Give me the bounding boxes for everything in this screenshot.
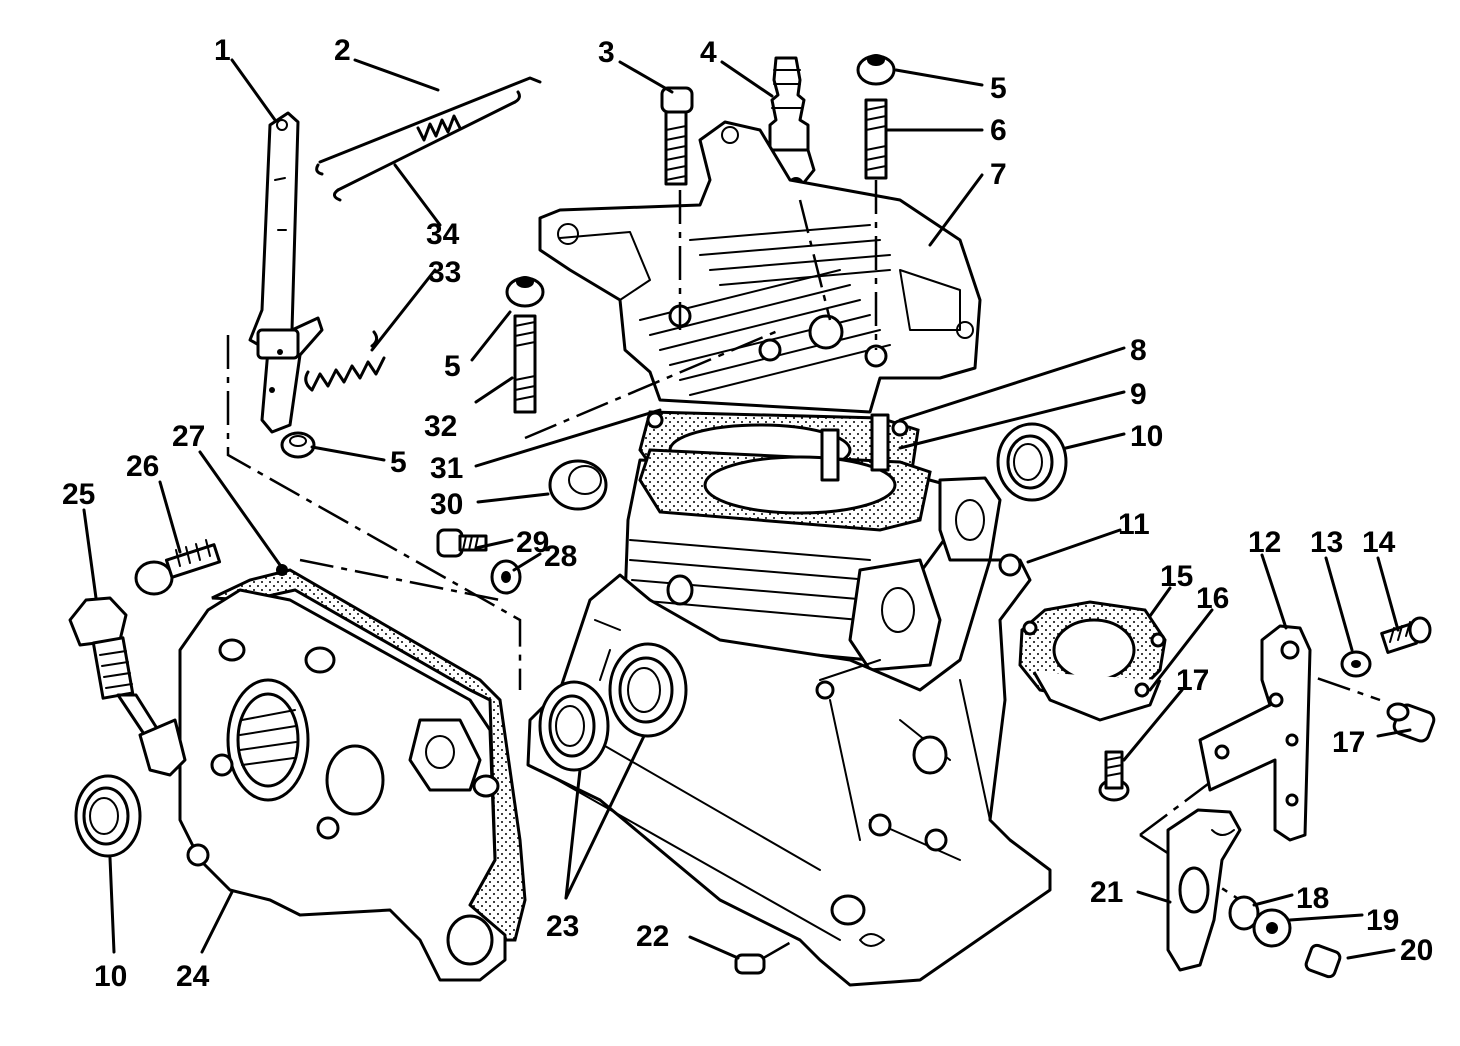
callout-3: 3 bbox=[598, 36, 615, 69]
cylinder-head bbox=[538, 120, 982, 414]
leader-lines bbox=[82, 58, 1412, 960]
dowel-pin bbox=[734, 953, 766, 975]
callout-labels: 1 2 3 4 5 6 7 34 33 5 32 5 8 9 10 31 30 … bbox=[62, 34, 1433, 993]
callout-21: 21 bbox=[1090, 876, 1123, 909]
callout-10-left: 10 bbox=[94, 960, 127, 993]
bolt-14 bbox=[1380, 616, 1432, 654]
callout-31: 31 bbox=[430, 452, 463, 485]
nut-13 bbox=[1340, 650, 1372, 678]
lever-plate bbox=[1166, 808, 1242, 972]
callout-19: 19 bbox=[1366, 904, 1399, 937]
callout-1: 1 bbox=[214, 34, 231, 67]
callout-2: 2 bbox=[334, 34, 351, 67]
governor-spring bbox=[304, 330, 386, 392]
callout-10-right: 10 bbox=[1130, 420, 1163, 453]
callout-20: 20 bbox=[1400, 934, 1433, 967]
callout-34: 34 bbox=[426, 218, 460, 251]
alignment-lines bbox=[226, 180, 1381, 962]
callout-23: 23 bbox=[546, 910, 579, 943]
callout-30: 30 bbox=[430, 488, 463, 521]
callout-28: 28 bbox=[544, 540, 577, 573]
callout-4: 4 bbox=[700, 36, 717, 69]
callout-5-top: 5 bbox=[990, 72, 1007, 105]
callout-17-left: 17 bbox=[1176, 664, 1209, 697]
callout-5-bottom: 5 bbox=[390, 446, 407, 479]
bracket bbox=[1198, 624, 1312, 842]
head-bolt bbox=[660, 86, 694, 186]
bolt-17-right bbox=[1386, 702, 1436, 743]
side-cover bbox=[178, 564, 527, 982]
governor-arm bbox=[248, 111, 324, 434]
cylinder-block bbox=[623, 413, 1002, 672]
stud-and-nut bbox=[856, 54, 896, 180]
bolt-29 bbox=[436, 528, 488, 558]
callout-17-right: 17 bbox=[1332, 726, 1365, 759]
callout-33: 33 bbox=[428, 256, 461, 289]
callout-15: 15 bbox=[1160, 560, 1193, 593]
cup-plug bbox=[548, 459, 608, 511]
washer-28 bbox=[490, 559, 522, 595]
screw-17 bbox=[1098, 750, 1130, 802]
callout-14: 14 bbox=[1362, 526, 1396, 559]
stud-and-nut-left bbox=[505, 276, 545, 414]
callout-26: 26 bbox=[126, 450, 159, 483]
callout-16: 16 bbox=[1196, 582, 1229, 615]
callout-24: 24 bbox=[176, 960, 210, 993]
callout-11: 11 bbox=[1118, 508, 1150, 541]
nut bbox=[280, 431, 316, 459]
callout-27: 27 bbox=[172, 420, 205, 453]
callout-7: 7 bbox=[990, 158, 1007, 191]
callout-18: 18 bbox=[1296, 882, 1329, 915]
bearings bbox=[538, 642, 688, 772]
oil-fill-plug bbox=[68, 596, 187, 777]
spark-plug bbox=[762, 56, 816, 193]
callout-29: 29 bbox=[516, 526, 549, 559]
bolt-26 bbox=[134, 539, 222, 596]
callout-12: 12 bbox=[1248, 526, 1281, 559]
callout-6: 6 bbox=[990, 114, 1007, 147]
oil-seal-left bbox=[74, 774, 142, 858]
oil-seal bbox=[996, 422, 1068, 502]
callout-25: 25 bbox=[62, 478, 95, 511]
callout-22: 22 bbox=[636, 920, 669, 953]
cover-plate bbox=[1018, 600, 1167, 722]
callout-32: 32 bbox=[424, 410, 457, 443]
callout-9: 9 bbox=[1130, 378, 1147, 411]
washers-and-bolt bbox=[1228, 895, 1342, 979]
governor-rod-and-spring bbox=[315, 76, 542, 202]
callout-8: 8 bbox=[1130, 334, 1147, 367]
callout-13: 13 bbox=[1310, 526, 1343, 559]
callout-5-left: 5 bbox=[444, 350, 461, 383]
